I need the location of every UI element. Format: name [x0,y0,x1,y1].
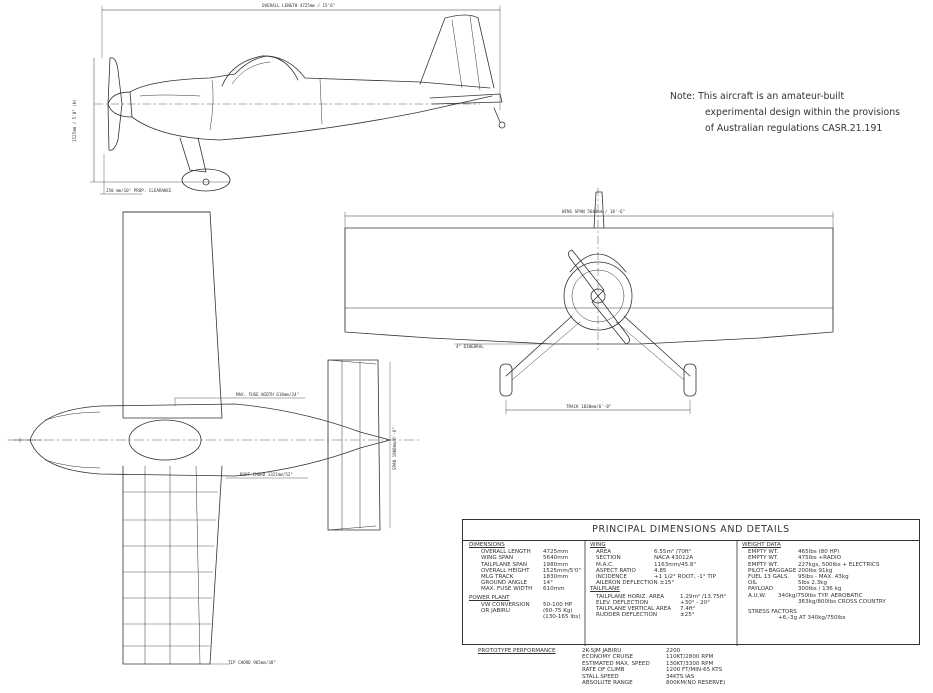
track-label: TRACK 1830mm/6'-0" [566,404,612,409]
note-line: Note: This aircraft is an amateur-built [670,91,845,102]
column-dividers [584,540,738,646]
table-row: EMPTY WT.465lbs (80 HP) [748,549,840,556]
wing-span-label: WING SPAN 5640mm / 18'-6" [562,209,626,214]
table-row: AILERON DEFLECTION±15° [596,580,675,587]
tip-chord-label: TIP CHORD 965mm/38" [228,660,276,665]
root-chord-label: ROOT CHORD 1321mm/52" [240,472,293,477]
height-label: 1525mm / 5'0" (H) [72,99,77,142]
table-row: INCIDENCE+1 1/2° ROOT, -1° TIP [596,574,716,581]
overall-length-label: OVERALL LENGTH 4725mm / 15'6" [262,3,336,8]
dihedral-label: 4° DIHEDRAL [456,344,484,349]
performance-header: PROTOTYPE PERFORMANCE [478,648,556,654]
prop-clearance-label: 250 mm/10" PROP. CLEARANCE [106,188,172,193]
tailplane-span-label: SPAN 1980mm/6'-6" [392,427,397,470]
power-plant-header: POWER PLANT [469,594,510,601]
wing-header: WING [590,542,606,548]
table-row: (130-165 lbs) [543,614,581,621]
table-row: OR JABIRU(60-75 Kg) [481,608,573,615]
table-row: FUEL 13 GALS.95lbs - MAX. 43kg [748,574,849,581]
stress-factors-value: +6,-3g AT 340kg/750lbs [778,615,846,622]
table-row: EMPTY WT.227kgs, 500lbs + ELECTRICS [748,561,880,568]
max-fuse-width-label: MAX. FUSE WIDTH 610mm/24" [236,392,300,397]
weight-column: WEIGHT DATA EMPTY WT.465lbs (80 HP) EMPT… [742,542,918,621]
stress-factors-header: STRESS FACTORS [748,609,797,616]
note-line: experimental design within the provision… [705,107,900,118]
side-view [89,5,506,195]
note: Note: This aircraft is an amateur-built … [670,89,900,137]
table-row: RUDDER DEFLECTION±25° [596,612,695,619]
table-row: EMPTY WT.475lbs +RADIO [748,555,842,562]
dimensions-header: DIMENSIONS [469,542,505,548]
table-row: 363kg/800lbs CROSS COUNTRY [798,598,886,605]
principal-dimensions-table: PRINCIPAL DIMENSIONS AND DETAILS DIMENSI… [462,519,920,646]
plan-view [7,211,421,665]
front-view [344,187,834,415]
weight-header: WEIGHT DATA [742,542,781,548]
tailplane-header: TAILPLANE [590,586,620,593]
note-line: of Australian regulations CASR.21.191 [705,123,883,134]
table-row: ELEV. DEFLECTION+30° - 20° [596,599,711,606]
table-title: PRINCIPAL DIMENSIONS AND DETAILS [463,520,919,541]
table-row: A.U.W.340kg/750lbs TYP. AEROBATIC [748,592,863,599]
table-row: M.A.C.1163mm/45.8" [596,561,697,568]
